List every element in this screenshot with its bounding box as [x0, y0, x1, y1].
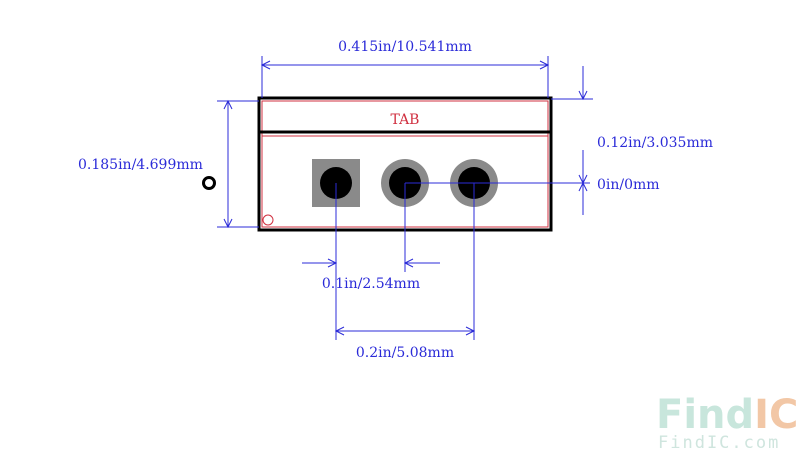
svg-text:FindIC: FindIC	[656, 392, 798, 438]
dim-pin-span: 0.2in/5.08mm	[356, 345, 454, 361]
watermark-url: FindIC.com	[658, 433, 780, 453]
tab-label: TAB	[391, 112, 420, 128]
dim-pin-pitch: 0.1in/2.54mm	[322, 276, 420, 292]
dim-pin-row-offset: 0in/0mm	[597, 177, 660, 193]
dimension-lines	[217, 56, 593, 340]
pin1-marker	[262, 214, 274, 226]
origin-marker	[202, 176, 216, 190]
dim-body-height: 0.185in/4.699mm	[78, 157, 203, 173]
dim-body-width: 0.415in/10.541mm	[338, 39, 472, 55]
watermark-ic: IC	[754, 392, 798, 438]
dim-tab-offset: 0.12in/3.035mm	[597, 135, 713, 151]
findic-watermark: FindIC FindIC.com	[656, 392, 798, 453]
watermark-find: Find	[656, 392, 754, 438]
